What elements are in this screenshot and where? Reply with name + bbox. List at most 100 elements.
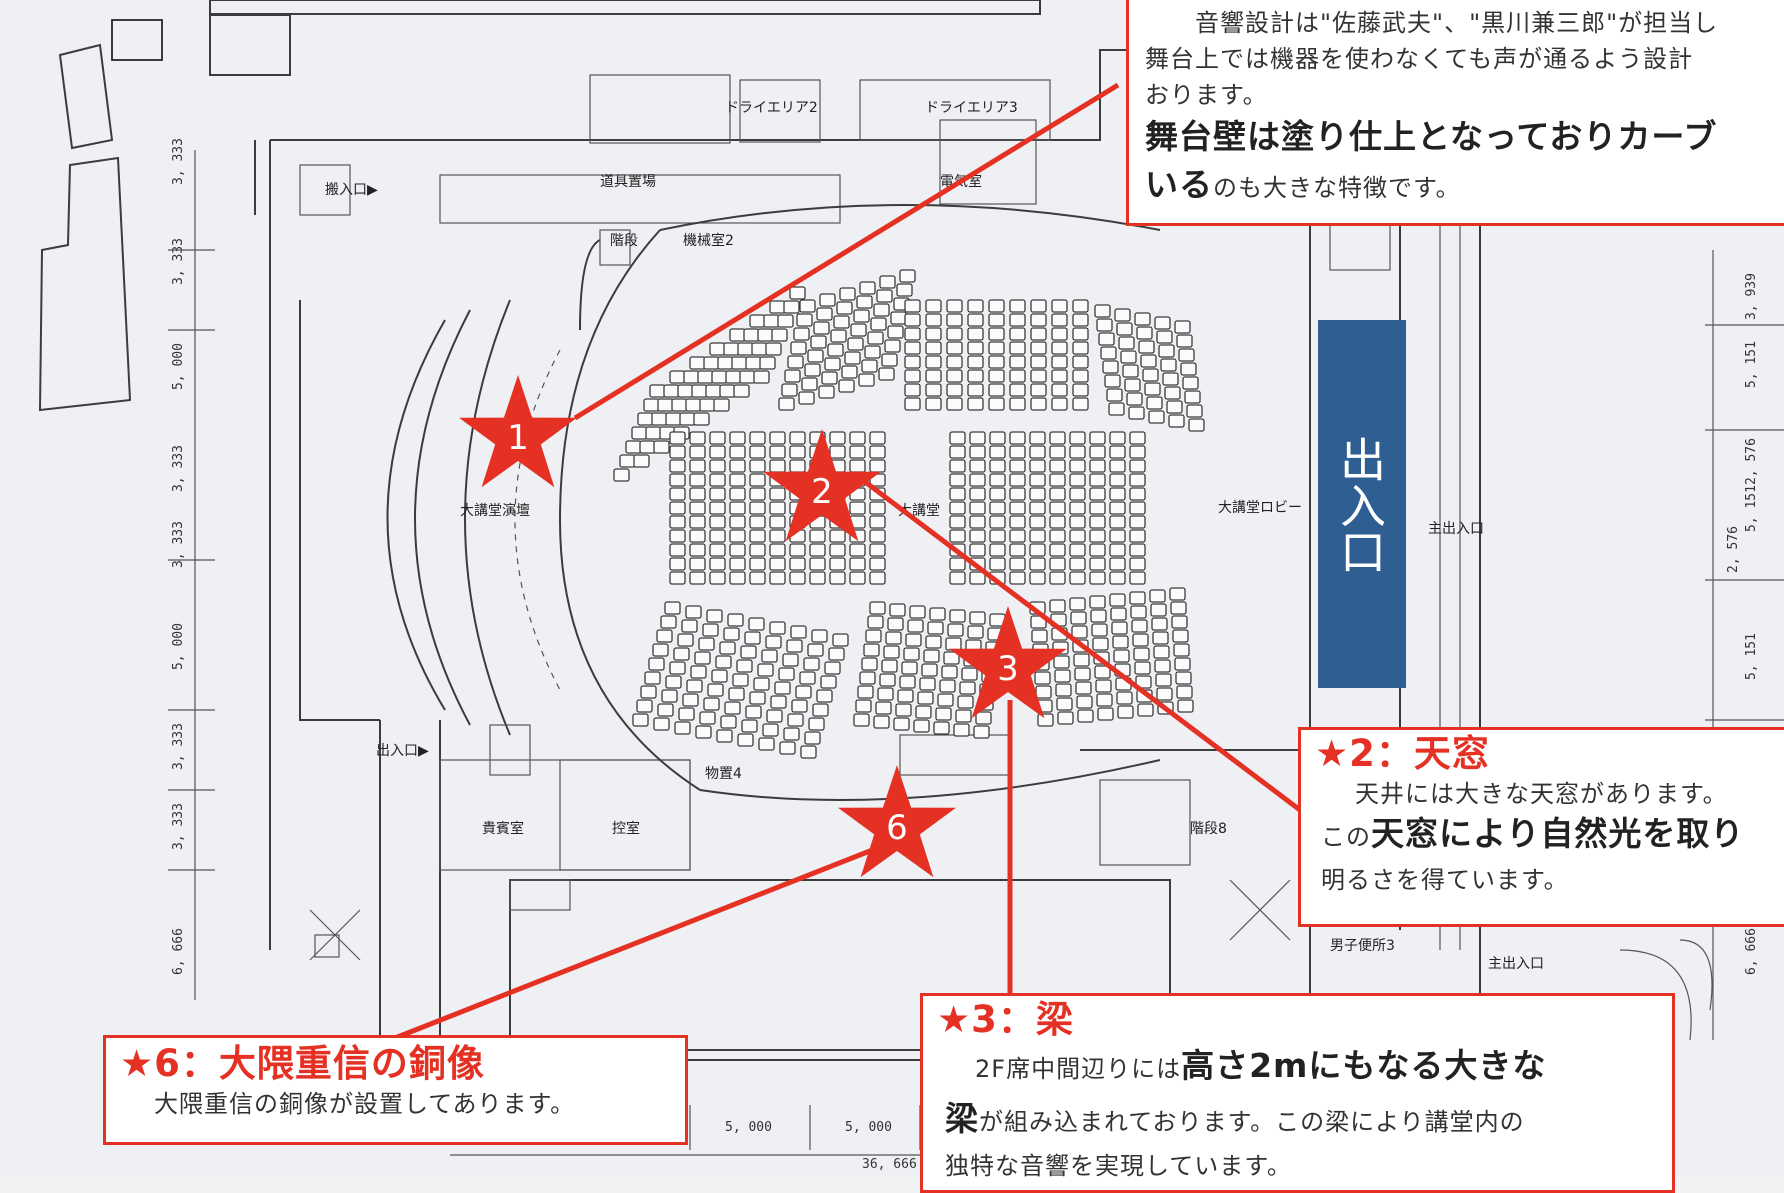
seat bbox=[1130, 605, 1147, 619]
seat bbox=[1089, 445, 1106, 459]
seat bbox=[881, 659, 898, 673]
seat bbox=[725, 370, 742, 384]
skylight-title: ★2：天窓 bbox=[1315, 732, 1490, 775]
room-exit: 出入口▶ bbox=[376, 743, 429, 759]
seat bbox=[1009, 397, 1026, 411]
seat bbox=[1140, 354, 1157, 368]
seat bbox=[769, 529, 786, 543]
seat bbox=[1180, 362, 1197, 376]
seat bbox=[1029, 515, 1046, 529]
seat bbox=[1096, 693, 1113, 707]
seat bbox=[1069, 543, 1086, 557]
seat bbox=[1069, 571, 1086, 585]
seat bbox=[1137, 703, 1154, 717]
seat bbox=[664, 601, 681, 615]
seat bbox=[824, 661, 841, 675]
seat bbox=[1009, 515, 1026, 529]
seat bbox=[946, 341, 963, 355]
seat bbox=[689, 356, 706, 370]
seat bbox=[1150, 603, 1167, 617]
seat bbox=[789, 431, 806, 445]
seat bbox=[753, 677, 770, 691]
stage-wall-line2: 舞台上では機器を使わなくても声が通るよう設計 bbox=[1145, 45, 1694, 73]
seat bbox=[809, 571, 826, 585]
seat bbox=[637, 412, 654, 426]
seat bbox=[1094, 665, 1111, 679]
seat bbox=[1109, 445, 1126, 459]
seat bbox=[1122, 364, 1139, 378]
seat bbox=[740, 645, 757, 659]
seat bbox=[927, 621, 944, 635]
seat bbox=[1070, 611, 1087, 625]
seat bbox=[1173, 643, 1190, 657]
statue-line1: 大隈重信の銅像が設置してあります。 bbox=[154, 1090, 576, 1118]
seat bbox=[1072, 341, 1089, 355]
beam-line3: 独特な音響を実現しています。 bbox=[945, 1152, 1292, 1180]
seat bbox=[861, 657, 878, 671]
seat bbox=[789, 445, 806, 459]
seat bbox=[703, 356, 720, 370]
seat bbox=[849, 543, 866, 557]
seat bbox=[787, 713, 804, 727]
seat bbox=[769, 557, 786, 571]
seat bbox=[749, 515, 766, 529]
seat bbox=[1133, 647, 1150, 661]
seat bbox=[816, 689, 833, 703]
seat bbox=[1129, 557, 1146, 571]
seat bbox=[769, 543, 786, 557]
seat bbox=[1030, 341, 1047, 355]
seat bbox=[946, 383, 963, 397]
dim-right-2: 5, 151 bbox=[1744, 341, 1759, 388]
seat bbox=[774, 681, 791, 695]
seat bbox=[749, 473, 766, 487]
seat bbox=[875, 701, 892, 715]
seat bbox=[953, 723, 970, 737]
seat bbox=[1111, 621, 1128, 635]
seat bbox=[1051, 341, 1068, 355]
seat bbox=[1049, 571, 1066, 585]
seat bbox=[753, 370, 770, 384]
seat bbox=[729, 473, 746, 487]
seat bbox=[988, 313, 1005, 327]
seat bbox=[1174, 320, 1191, 334]
seat bbox=[706, 609, 723, 623]
seat bbox=[929, 607, 946, 621]
room-vip: 貴賓室 bbox=[482, 820, 524, 837]
beam-pre: 2F席中間辺りには bbox=[975, 1055, 1182, 1083]
seat bbox=[769, 300, 786, 314]
seat bbox=[707, 683, 724, 697]
seat bbox=[709, 431, 726, 445]
seat bbox=[789, 543, 806, 557]
seat bbox=[1128, 406, 1145, 420]
seat bbox=[873, 303, 890, 317]
seat bbox=[1089, 529, 1106, 543]
seat bbox=[1109, 593, 1126, 607]
seat bbox=[727, 613, 744, 627]
seat bbox=[1072, 327, 1089, 341]
seat bbox=[723, 627, 740, 641]
seat bbox=[640, 685, 657, 699]
seat bbox=[1120, 350, 1137, 364]
seat bbox=[959, 681, 976, 695]
seat bbox=[907, 619, 924, 633]
seat bbox=[1049, 445, 1066, 459]
callout-beam: ★3：梁 2F席中間辺りには高さ2mにもなる大きな 梁が組み込まれております。こ… bbox=[920, 993, 1675, 1193]
seat bbox=[989, 445, 1006, 459]
seat bbox=[849, 459, 866, 473]
seat bbox=[1168, 414, 1185, 428]
seat bbox=[925, 635, 942, 649]
seat bbox=[1049, 431, 1066, 445]
star-marker-number: 3 bbox=[997, 649, 1019, 689]
seat bbox=[861, 359, 878, 373]
seat bbox=[689, 473, 706, 487]
seat bbox=[849, 571, 866, 585]
seat bbox=[1098, 332, 1115, 346]
seat bbox=[669, 501, 686, 515]
seat bbox=[749, 501, 766, 515]
seat bbox=[849, 501, 866, 515]
seat bbox=[1049, 501, 1066, 515]
seat bbox=[1116, 322, 1133, 336]
seat bbox=[1029, 501, 1046, 515]
seat bbox=[713, 398, 730, 412]
seat bbox=[1069, 459, 1086, 473]
